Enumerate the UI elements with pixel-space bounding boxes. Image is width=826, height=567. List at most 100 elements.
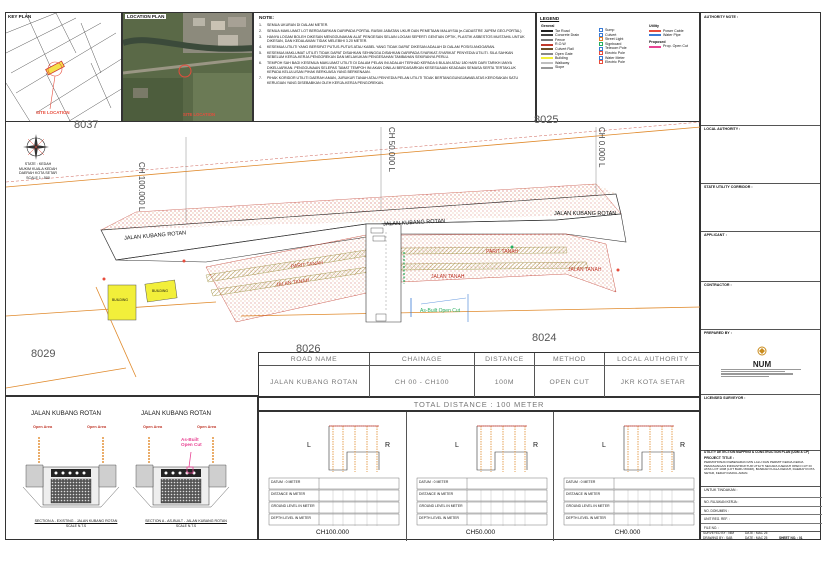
jalan-tanah-label-2: JALAN TANAH [431,274,465,280]
note-item: 2.SEMUA MAKLUMAT LOT BERDASARKAN DARIPAD… [259,29,530,34]
building-label-2: BUILDING [152,289,169,293]
drawing-title: UTILITY DETECTION MAPPING & CONSTRUCTION… [704,450,810,454]
date-surveyed: DATE : MAC 25 [745,531,768,535]
prepared-by-label: PREPARED BY : [704,331,732,335]
section-title: JALAN KUBANG ROTAN [141,410,212,417]
section-title: JALAN KUBANG ROTAN [31,410,102,417]
profile-row-label: DATUM : 0 METER [566,480,596,484]
legend-row: Fence [541,38,601,43]
legend-row: Tar Road [541,29,601,34]
as-built-open-cut-label: As-Built Open Cut [420,308,461,314]
profile-caption: CH50.000 [465,529,496,536]
legend-row: Street Light [599,37,649,42]
legend-row: Culvert Rail [541,47,601,52]
legend-row: Telecom Pole [599,46,649,51]
location-plan-panel: LOCATION PLAN SITE LOCATION [122,12,253,122]
legend-general-title: General [541,24,555,28]
lot-8024: 8024 [532,332,557,344]
profile-right-side: R [385,442,391,449]
chainage-label-50: CH 50.000 L [387,127,396,172]
site-plan-area: 8037 8025 8029 8026 8024 CH 100.000 L CH… [5,114,701,396]
parit-label-2: PARIT TANAH [486,249,519,255]
legend-row: Walkway [541,61,601,66]
legend-label: Water Pipe [663,33,681,38]
legend-swatch [541,48,553,51]
legend-swatch [541,43,553,46]
legend-label: Walkway [555,60,570,65]
jalan-tanah-label-3: JALAN TANAH [568,267,602,273]
road-table-header: ROAD NAME [290,356,338,363]
legend-label: Electric Pole [605,50,625,55]
legend-swatch [541,57,553,60]
legend-row: Culvert [599,33,649,38]
legend-utility-title: Utility [649,24,659,28]
profile-left-side: L [602,442,606,449]
profile-row-label: DATUM : 0 METER [271,480,301,484]
profile-row-label: GROUND LEVEL IN METER [419,504,463,508]
legend-label: Culvert Rail [555,46,574,51]
title-block-field: NO. RUJUKAN KERJA : [701,497,822,506]
legend-label: R.O.W [555,42,566,47]
profile-left-side: L [307,442,311,449]
chainage-label-0: CH 0.000 L [597,127,606,168]
legend-label: Telecom Pole [605,46,627,51]
road-table-header: LOCAL AUTHORITY [604,353,701,366]
legend-label: Signboard [605,41,622,46]
legend-row: Open Gate [541,52,601,57]
legend-label: Fence [555,37,565,42]
total-distance: TOTAL DISTANCE : 100 METER [413,399,545,409]
legend-symbol-icon [599,32,603,37]
profile-right-side: R [533,442,539,449]
profile-row-label: DATUM : 0 METER [419,480,449,484]
lot-8029: 8029 [31,348,56,360]
key-plan-panel: KEY PLAN SITE LOCATION [5,12,122,122]
note-number: 1. [259,23,262,27]
note-item: 3.HANYA LOGAM BOLEH DIKESAN MENGGUNAKAN … [259,35,530,44]
road-table-value: JKR KOTA SETAR [604,366,701,398]
legend-row: Water Meter [599,56,649,61]
note-item: 6.TEMPOH SAH BAGI KESEMUA MAKLUMAT UTILI… [259,61,530,75]
road-table-header: CHAINAGE [369,353,474,366]
road-table-value: OPEN CUT [534,366,604,398]
legend-row: Sump [599,28,649,33]
road-table-value: CH 00 - CH100 [369,366,474,398]
company-address [721,368,801,378]
profile-row-label: DISTANCE IN METER [419,492,454,496]
legend-row: Prop. Open Cut [649,44,699,49]
title-block: AUTHORITY NOTE : LOCAL AUTHORITY : STATE… [700,12,822,540]
legend-label: Culvert [605,32,617,37]
profile-row-label: DEPTH LEVEL IN METER [566,516,607,520]
section-caption: SECTION A - AS-BUILT - JALAN KUBANG ROTA… [145,519,227,523]
company-logo: NUM [743,343,781,369]
section-open-area-left: Open Area [33,425,53,429]
profile-drawing [563,425,695,526]
section-drawing [22,437,120,508]
notes-title: NOTE: [259,16,274,21]
sheet-number: SHEET NO. : 01 [779,536,803,540]
note-item: 4.KESEMUA UTILITI YANG BERSIFAT PUTUS-PU… [259,45,530,50]
legend-row: Power Cable [649,29,699,34]
profile-row-label: DISTANCE IN METER [271,492,306,496]
note-item: 5.KESEMUA MAKLUMAT UTILITI TIDAK DAPAT D… [259,51,530,60]
profiles-panel: L R DATUM : 0 METER DISTANCE IN METER GROUND… [258,411,700,541]
site-location-label: SITE LOCATION [36,110,70,115]
legend-symbol-icon [599,55,603,60]
legend-row: Electric Pole [599,51,649,56]
key-plan-map [6,13,121,121]
section-drawing [132,437,230,508]
legend-swatch [649,34,661,37]
note-number: 2. [259,28,262,33]
legend-symbol-icon [599,51,603,56]
date-drawing: DATE : MAC 25 [745,536,768,540]
section-as-built-label: As-Built Open Cut [181,437,202,447]
legend-row: Slope [541,65,601,70]
profile-row-label: DEPTH LEVEL IN METER [419,516,460,520]
